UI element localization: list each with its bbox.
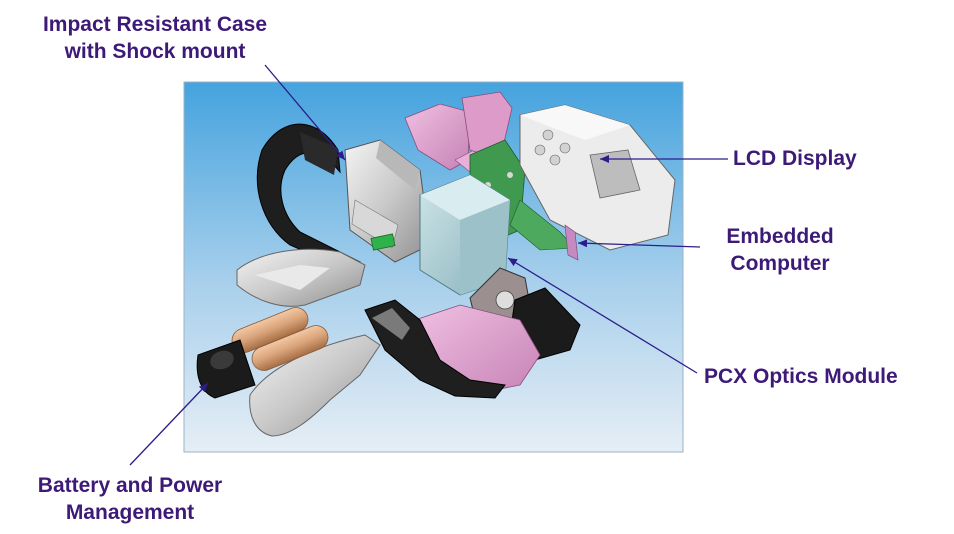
- callout-battery-power-management: Battery and Power Management: [14, 472, 246, 526]
- battery-cells: [231, 307, 329, 371]
- callout-lcd-display: LCD Display: [733, 147, 857, 170]
- callout-impact-resistant-case: Impact Resistant Case with Shock mount: [20, 11, 290, 65]
- lower-handle-shell: [249, 334, 381, 437]
- embedded-arrow: [577, 239, 701, 248]
- callout-impact-line-1: Impact Resistant Case: [42, 13, 268, 36]
- callout-battery-line-2: Management: [65, 501, 195, 524]
- optics-module: [419, 174, 511, 296]
- battery-end-cap: [196, 339, 256, 399]
- callout-battery-line-1: Battery and Power: [37, 474, 223, 497]
- callout-embedded-line-2: Computer: [730, 252, 830, 275]
- pcx-arrow: [507, 257, 698, 374]
- grip-housing-right: [364, 299, 506, 399]
- callout-impact-line-2: with Shock mount: [64, 40, 246, 63]
- black-strap-handle: [256, 123, 361, 273]
- grip-shell-left: [236, 248, 366, 307]
- green-connector: [370, 233, 396, 251]
- callout-embedded-computer: Embedded Computer: [705, 223, 855, 277]
- callout-embedded-line-1: Embedded: [726, 225, 834, 248]
- impact-arrow: [264, 64, 346, 161]
- callout-arrows: [129, 64, 728, 466]
- callout-pcx-optics-module: PCX Optics Module: [704, 365, 898, 388]
- lcd-housing: [519, 104, 676, 261]
- battery-arrow: [129, 382, 209, 466]
